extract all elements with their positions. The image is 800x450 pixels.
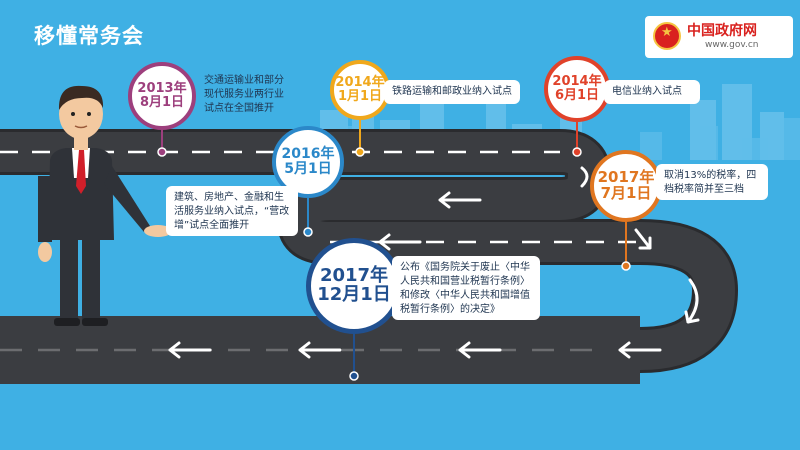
pin-dot	[355, 147, 365, 157]
milestone-2017-jul-bubble: 2017年 7月1日	[590, 150, 662, 222]
left-arrow-icon	[458, 341, 502, 359]
curve-arrow-icon	[580, 166, 589, 188]
gov-site-name: 中国政府网	[687, 23, 757, 39]
milestone-2017-dec-bubble: 2017年 12月1日	[306, 238, 402, 334]
milestone-2013-bubble: 2013年 8月1日	[128, 62, 196, 130]
milestone-year: 2013年	[137, 81, 187, 97]
milestone-day: 5月1日	[284, 161, 332, 177]
man-eye	[71, 112, 75, 116]
milestone-2014-jun-text: 电信业纳入试点	[604, 80, 700, 104]
businessman-illustration	[38, 85, 172, 326]
milestone-2017-dec-text: 公布《国务院关于废止〈中华人民共和国营业税暂行条例〉和修改〈中华人民共和国增值税…	[392, 256, 540, 320]
man-hand	[38, 242, 52, 262]
man-hair	[58, 85, 104, 110]
gov-logo-badge: 中国政府网 www.gov.cn	[645, 16, 793, 58]
milestone-2014-jan-text: 铁路运输和邮政业纳入试点	[384, 80, 520, 104]
national-emblem-icon	[653, 22, 681, 50]
down-right-arrow-icon	[634, 228, 652, 250]
curve-arrow-icon	[684, 278, 700, 324]
man-hand	[144, 225, 172, 237]
milestone-year: 2014年	[335, 75, 385, 91]
milestone-year: 2017年	[319, 265, 389, 287]
app-title: 移懂常务会	[34, 24, 144, 48]
milestone-2017-jul-text: 取消13%的税率，四档税率简并至三档	[656, 164, 768, 200]
man-mouth	[74, 125, 88, 129]
milestone-2016-text: 建筑、房地产、金融和生活服务业纳入试点，“营改增”试点全面推开	[166, 186, 298, 236]
skyline-building	[742, 138, 768, 160]
timeline-pins	[157, 120, 631, 381]
milestone-2013-text: 交通运输业和部分现代服务业两行业试点在全国推开	[204, 75, 284, 114]
milestone-day: 12月1日	[317, 284, 391, 305]
left-arrow-icon	[168, 341, 212, 359]
direction-arrows	[168, 166, 700, 359]
milestone-day: 8月1日	[139, 95, 185, 110]
left-arrow-icon	[438, 191, 482, 209]
man-arm-left	[38, 176, 52, 242]
man-leg	[60, 230, 78, 322]
left-arrow-icon	[378, 233, 422, 251]
pin-dot	[349, 371, 359, 381]
milestone-2014-jan-bubble: 2014年 1月1日	[330, 60, 390, 120]
man-shoe	[54, 318, 80, 326]
milestone-year: 2017年	[597, 168, 655, 187]
pin-dot	[572, 147, 582, 157]
milestone-2016-bubble: 2016年 5月1日	[272, 126, 344, 198]
left-arrow-icon	[298, 341, 342, 359]
skyline-building	[700, 126, 718, 160]
milestone-day: 6月1日	[554, 88, 600, 103]
skyline-building	[640, 132, 662, 160]
milestone-day: 7月1日	[600, 184, 652, 202]
skyline-building	[780, 118, 800, 160]
man-tie	[76, 150, 86, 194]
gov-site-url: www.gov.cn	[705, 40, 759, 50]
pin-dot	[621, 261, 631, 271]
pin-dot	[157, 147, 167, 157]
milestone-day: 1月1日	[337, 89, 383, 104]
milestone-year: 2016年	[281, 146, 335, 163]
man-eye	[87, 112, 91, 116]
milestone-2014-jun-bubble: 2014年 6月1日	[544, 56, 610, 122]
man-head	[59, 89, 103, 139]
left-arrow-icon	[618, 341, 662, 359]
man-leg	[82, 230, 100, 322]
man-arm-right	[104, 166, 150, 232]
man-shoe	[82, 318, 108, 326]
pin-dot	[303, 227, 313, 237]
milestone-year: 2014年	[552, 74, 602, 90]
